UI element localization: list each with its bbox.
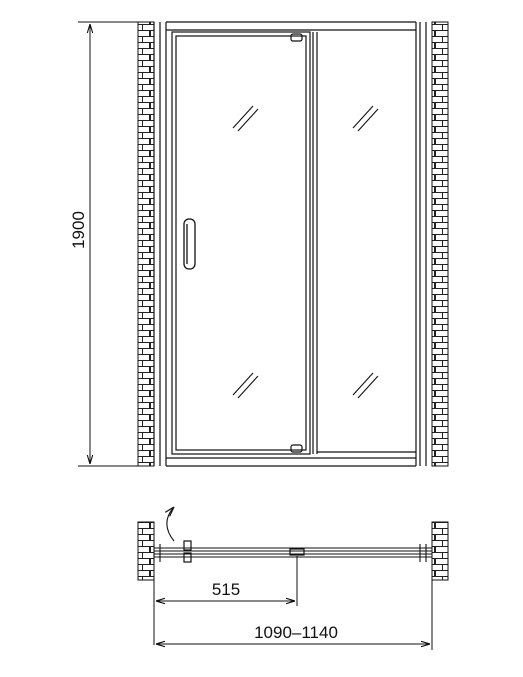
front-elevation: 1900 <box>69 21 449 467</box>
left-brick-wall <box>137 21 155 467</box>
door-swing-arrow <box>167 507 174 542</box>
plan-view: 515 1090–1140 <box>137 507 449 650</box>
door-handle <box>183 218 196 270</box>
door-width-dimension: 515 <box>153 556 298 645</box>
plan-pivot-hinge <box>183 540 305 563</box>
fixed-glass-panel <box>312 32 416 454</box>
glass-hatch-marks <box>232 105 379 399</box>
bottom-hinge <box>290 444 303 453</box>
right-brick-wall <box>431 21 449 467</box>
top-hinge <box>290 33 303 42</box>
plan-right-brick-wall <box>431 521 449 581</box>
total-width-label: 1090–1140 <box>254 623 338 642</box>
height-dimension: 1900 <box>69 21 138 467</box>
door-width-label: 515 <box>212 580 240 599</box>
height-label: 1900 <box>69 211 88 249</box>
pivot-door-panel <box>171 31 311 455</box>
total-width-dimension: 1090–1140 <box>156 580 433 650</box>
plan-left-brick-wall <box>137 521 155 581</box>
plan-frame-lines <box>153 544 432 562</box>
door-frame <box>153 21 427 467</box>
